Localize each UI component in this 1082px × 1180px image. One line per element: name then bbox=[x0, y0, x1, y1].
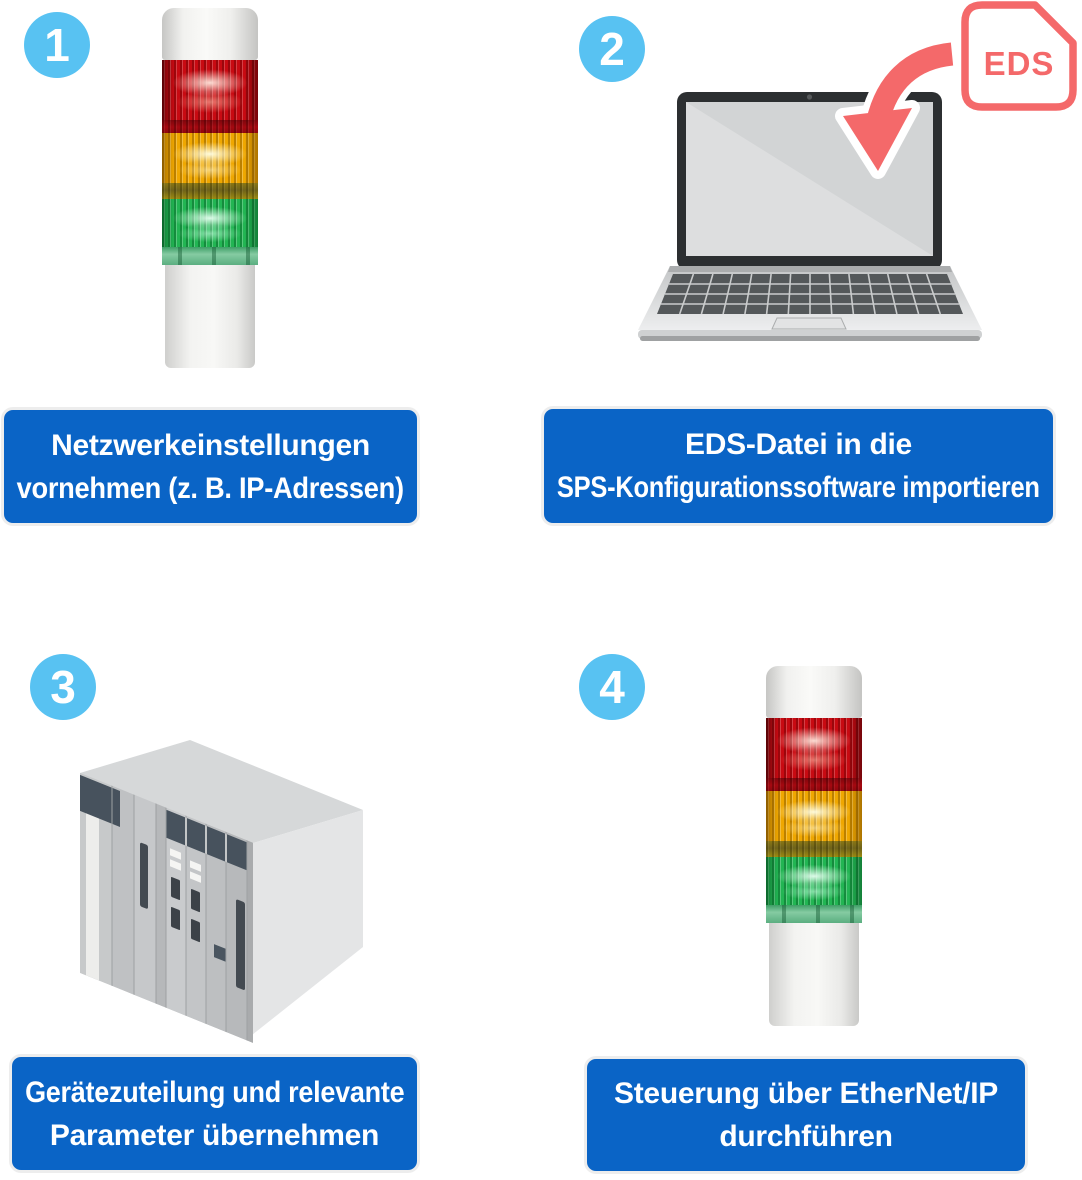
plc-led bbox=[170, 848, 181, 860]
plc-port bbox=[191, 919, 200, 943]
tower-green-lens bbox=[162, 199, 258, 247]
laptop-bottom-shadow bbox=[640, 336, 980, 341]
plc-right-face bbox=[252, 810, 363, 1035]
laptop-webcam-dot bbox=[806, 94, 813, 100]
plc-slot bbox=[236, 899, 245, 990]
step-2-label: EDS-Datei in die SPS-Konfigurationssoftw… bbox=[544, 409, 1053, 523]
plc-led bbox=[190, 860, 201, 872]
step-2-number: 2 bbox=[599, 23, 625, 75]
plc-port bbox=[171, 907, 180, 930]
tower-amber-lens bbox=[162, 133, 258, 183]
step-2-number-badge: 2 bbox=[579, 16, 645, 82]
tower-green-lens bbox=[766, 857, 862, 905]
plc-led bbox=[190, 871, 201, 883]
eds-file-text: EDS bbox=[984, 45, 1055, 82]
step-4-number: 4 bbox=[599, 661, 625, 713]
step-4-label-line-2: durchführen bbox=[719, 1120, 893, 1153]
tower-amber-band bbox=[766, 841, 862, 857]
tower-red-band bbox=[766, 778, 862, 791]
plc-top-face bbox=[80, 740, 363, 843]
step-3-number-badge: 3 bbox=[30, 654, 96, 720]
step-3-number: 3 bbox=[50, 661, 76, 713]
plc-slot bbox=[140, 842, 148, 909]
tower-cap bbox=[162, 8, 258, 60]
import-arrow-icon bbox=[835, 36, 955, 179]
tower-amber-band bbox=[162, 183, 258, 199]
plc-cpu-header bbox=[80, 774, 120, 828]
step-4-label-line-1: Steuerung über EtherNet/IP bbox=[614, 1077, 998, 1110]
plc-port bbox=[191, 889, 200, 913]
step-1-label-line-1: Netzwerkeinstellungen bbox=[51, 428, 370, 462]
tower-red-lens bbox=[162, 60, 258, 120]
tower-cap bbox=[766, 666, 862, 718]
step-1-label: Netzwerkeinstellungen vornehmen (z. B. I… bbox=[4, 410, 417, 523]
step-3-label-line-1: Gerätezuteilung und relevante bbox=[24, 1075, 405, 1109]
step-1-label-line-2: vornehmen (z. B. IP-Adressen) bbox=[16, 471, 405, 505]
step-3-label-line-2: Parameter übernehmen bbox=[49, 1118, 380, 1152]
laptop-hinge bbox=[668, 266, 952, 272]
plc-port bbox=[214, 944, 226, 962]
eds-file-outline bbox=[961, 1, 1077, 111]
plc-port bbox=[171, 877, 180, 900]
step-1-number-badge: 1 bbox=[24, 12, 90, 78]
signal-tower-illustration-step1 bbox=[162, 8, 258, 368]
plc-front-face bbox=[80, 772, 253, 1043]
laptop-touchpad bbox=[771, 317, 847, 330]
tower-green-base bbox=[162, 247, 258, 265]
tower-green-base bbox=[766, 905, 862, 923]
tower-amber-lens bbox=[766, 791, 862, 841]
step-4-number-badge: 4 bbox=[579, 654, 645, 720]
tower-body bbox=[769, 923, 859, 1026]
tower-red-lens bbox=[766, 718, 862, 778]
plc-led bbox=[170, 859, 181, 871]
step-1-number: 1 bbox=[44, 19, 70, 71]
tower-red-band bbox=[162, 120, 258, 133]
eds-file-icon: EDS bbox=[961, 1, 1077, 111]
tower-body bbox=[165, 265, 255, 368]
plc-rack-illustration bbox=[80, 740, 363, 1043]
step-3-label: Gerätezuteilung und relevante Parameter … bbox=[12, 1057, 417, 1170]
signal-tower-illustration-step4 bbox=[766, 666, 862, 1026]
step-2-label-line-1: EDS-Datei in die bbox=[685, 428, 912, 461]
step-2-label-line-2: SPS-Konfigurationssoftware importieren bbox=[557, 471, 1040, 504]
step-4-label: Steuerung über EtherNet/IP durchführen bbox=[587, 1059, 1025, 1171]
keyboard-row-lines bbox=[661, 283, 959, 305]
